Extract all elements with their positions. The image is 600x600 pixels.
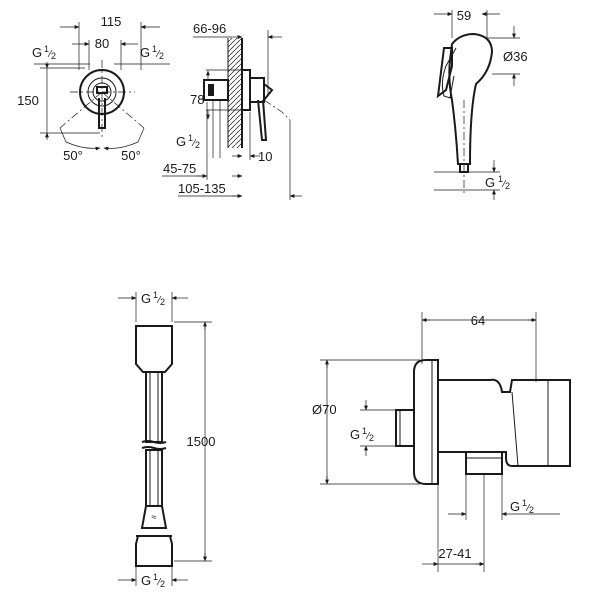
hose-bottom-nut [135, 535, 173, 567]
svg-text:1: 1 [153, 572, 158, 582]
dim-105-135-label: 105-135 [178, 181, 226, 196]
svg-text:2: 2 [160, 297, 165, 307]
dim-10-label: 10 [258, 149, 272, 164]
dim-150-label: 150 [17, 93, 39, 108]
handshower-view: 59 Ø36 G 1 2 [434, 8, 528, 200]
dim-64-label: 64 [471, 313, 485, 328]
svg-text:1: 1 [498, 174, 503, 184]
dim-1500-label: 1500 [187, 434, 216, 449]
dim-diameter-label: Ø36 [503, 49, 528, 64]
dim-78-label: 78 [190, 92, 204, 107]
angle-left-label: 50° [63, 148, 83, 163]
brand-mark: ≈ [152, 512, 157, 522]
thread-top-label: G [141, 291, 151, 306]
dim-27-41-label: 27-41 [438, 546, 471, 561]
mixer-side-view: 66-96 78 G 1 2 10 [162, 21, 302, 200]
svg-text:2: 2 [51, 51, 56, 61]
svg-text:1: 1 [362, 426, 367, 436]
svg-text:1: 1 [153, 290, 158, 300]
svg-text:2: 2 [195, 140, 200, 150]
dim-66-96-label: 66-96 [193, 21, 226, 36]
thread-left-label: G [32, 45, 42, 60]
dim-59-label: 59 [457, 8, 471, 23]
thread-right-label: G [140, 45, 150, 60]
svg-text:2: 2 [505, 181, 510, 191]
svg-text:1: 1 [522, 498, 527, 508]
wall-outlet-view: 64 Ø70 G 1 2 G 1 2 [312, 312, 571, 572]
svg-text:1: 1 [188, 133, 193, 143]
mixer-front-view: 115 80 G 1 2 G 1 2 150 [17, 14, 170, 163]
thread-bottom-label: G [141, 573, 151, 588]
dim-45-75-label: 45-75 [163, 161, 196, 176]
dim-diameter-label: Ø70 [312, 402, 337, 417]
svg-text:1: 1 [152, 44, 157, 54]
svg-text:2: 2 [159, 51, 164, 61]
angle-right-label: 50° [121, 148, 141, 163]
hose-top-nut [135, 325, 173, 373]
hose-view: G 1 2 ≈ 1500 G 1 2 [118, 290, 215, 589]
svg-text:1: 1 [44, 44, 49, 54]
thread-label: G [176, 134, 186, 149]
thread-left-label: G [350, 427, 360, 442]
svg-text:2: 2 [529, 505, 534, 515]
dim-115-label: 115 [101, 14, 122, 29]
thread-right-label: G [510, 499, 520, 514]
thread-label: G [485, 175, 495, 190]
svg-text:2: 2 [369, 433, 374, 443]
svg-text:2: 2 [160, 579, 165, 589]
dim-80-label: 80 [95, 36, 109, 51]
